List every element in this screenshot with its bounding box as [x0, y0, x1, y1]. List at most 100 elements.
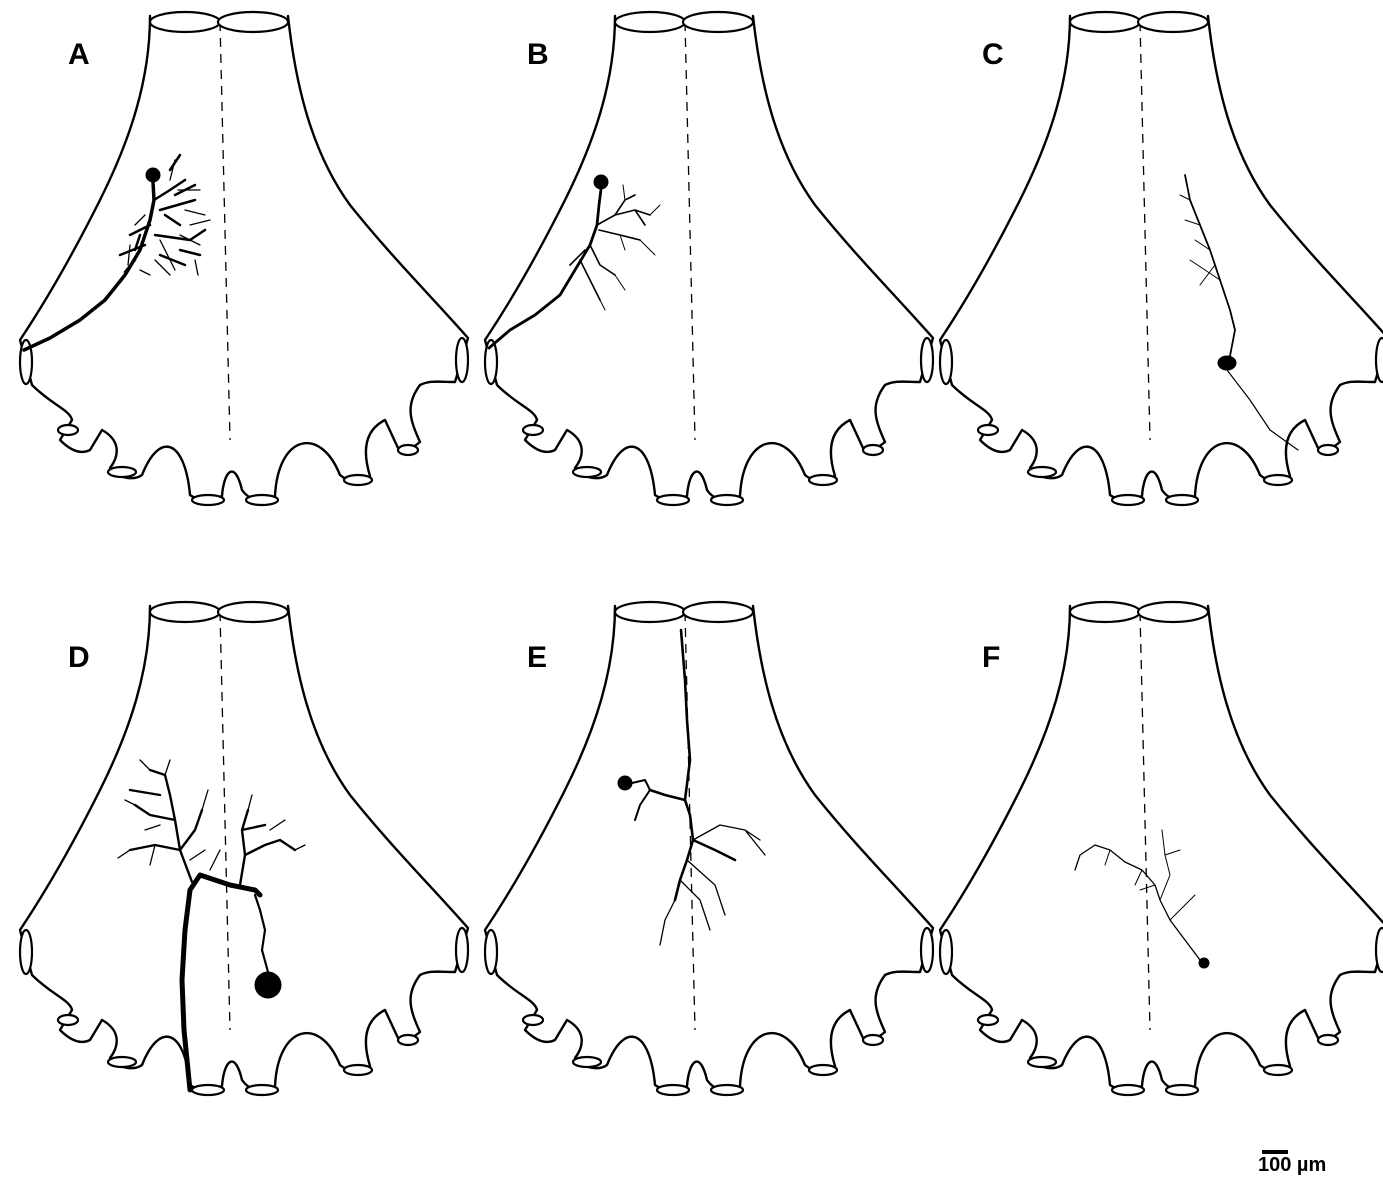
nerve-root-bottom-5 [809, 475, 837, 485]
nerve-root-bottom-1 [523, 1015, 543, 1025]
ganglion-drawing [930, 10, 1383, 540]
ganglion-outline [485, 12, 933, 505]
nerve-root-bottom-4 [711, 495, 743, 505]
connective-left [615, 602, 685, 622]
panel-label-d: D [68, 643, 90, 673]
panel-label-b: B [527, 40, 549, 70]
panel-d: D [10, 600, 490, 1130]
ganglion-body-outline [485, 16, 933, 500]
nerve-root-bottom-4 [1166, 1085, 1198, 1095]
panel-b: B [475, 10, 955, 540]
nerve-root-bottom-3 [192, 1085, 224, 1095]
neuron-tracing-b [489, 175, 660, 348]
nerve-root-bottom-5 [344, 1065, 372, 1075]
nerve-root-bottom-6 [1318, 445, 1338, 455]
nerve-root-right [456, 928, 468, 972]
scale-bar-label: 100 µm [1258, 1154, 1326, 1177]
ganglion-drawing [475, 600, 955, 1130]
neuron-tracing-f [1075, 830, 1209, 968]
midline-dashed [220, 612, 230, 1030]
soma [1199, 958, 1209, 968]
ganglion-outline [940, 12, 1383, 505]
ganglion-drawing [930, 600, 1383, 1130]
ganglion-drawing [10, 600, 490, 1130]
dendritic-arbor [130, 770, 295, 885]
connective-right [218, 12, 288, 32]
midline-dashed [1140, 22, 1150, 440]
fine-branches [118, 760, 305, 870]
nerve-root-bottom-2 [573, 1057, 601, 1067]
nerve-root-bottom-3 [657, 1085, 689, 1095]
ganglion-drawing [10, 10, 490, 540]
connective-right [683, 12, 753, 32]
dendritic-arbor [120, 155, 205, 272]
soma [618, 776, 632, 790]
nerve-root-bottom-3 [192, 495, 224, 505]
nerve-root-bottom-1 [978, 1015, 998, 1025]
nerve-root-bottom-4 [711, 1085, 743, 1095]
nerve-root-bottom-3 [1112, 495, 1144, 505]
ganglion-body-outline [20, 16, 468, 500]
midline-dashed [220, 22, 230, 440]
nerve-root-bottom-5 [809, 1065, 837, 1075]
nerve-root-bottom-2 [108, 467, 136, 477]
ganglion-outline [940, 602, 1383, 1095]
connective-left [615, 12, 685, 32]
axon [681, 630, 690, 800]
panel-label-a: A [68, 40, 90, 70]
panel-f: F [930, 600, 1383, 1130]
nerve-root-bottom-3 [1112, 1085, 1144, 1095]
nerve-root-right [1376, 928, 1383, 972]
panel-a: A [10, 10, 490, 540]
ganglion-body-outline [940, 16, 1383, 500]
nerve-root-bottom-4 [246, 495, 278, 505]
panel-label-f: F [982, 643, 1000, 673]
soma [255, 972, 281, 998]
nerve-root-bottom-1 [523, 425, 543, 435]
midline-dashed [685, 22, 695, 440]
panel-c: C [930, 10, 1383, 540]
panel-label-e: E [527, 643, 547, 673]
soma [1218, 356, 1236, 370]
primary-neurite [1075, 845, 1200, 960]
connective-right [683, 602, 753, 622]
nerve-root-bottom-2 [1028, 1057, 1056, 1067]
soma [594, 175, 608, 189]
nerve-root-bottom-5 [1264, 1065, 1292, 1075]
dendritic-arbor [1180, 195, 1220, 285]
fine-branches [600, 185, 660, 310]
nerve-root-bottom-5 [344, 475, 372, 485]
nerve-root-bottom-6 [863, 1035, 883, 1045]
connective-right [1138, 12, 1208, 32]
neuron-tracing-a [24, 155, 210, 350]
nerve-root-bottom-1 [978, 425, 998, 435]
primary-neurite [650, 790, 735, 900]
panel-e: E [475, 600, 955, 1130]
dendritic-arbor [1105, 830, 1195, 920]
dendritic-arbor [660, 825, 765, 945]
connective-right [218, 602, 288, 622]
nerve-root-bottom-6 [1318, 1035, 1338, 1045]
ganglion-body-outline [940, 606, 1383, 1090]
nerve-root-bottom-4 [1166, 495, 1198, 505]
nerve-root-left [20, 930, 32, 974]
connective-left [1070, 12, 1140, 32]
neuron-tracing-d [118, 760, 305, 1090]
nerve-root-bottom-1 [58, 425, 78, 435]
axon [24, 182, 154, 350]
connective-left [150, 12, 220, 32]
midline-dashed [1140, 612, 1150, 1030]
connective-left [150, 602, 220, 622]
cell-neurite [632, 780, 650, 820]
ganglion-outline [20, 12, 468, 505]
nerve-root-bottom-6 [398, 1035, 418, 1045]
nerve-root-left [485, 930, 497, 974]
panel-label-c: C [982, 40, 1004, 70]
connective-right [1138, 602, 1208, 622]
nerve-root-right [456, 338, 468, 382]
nerve-root-bottom-2 [1028, 467, 1056, 477]
soma [146, 168, 160, 182]
cell-neurite [255, 895, 268, 972]
primary-neurite [1185, 175, 1235, 356]
